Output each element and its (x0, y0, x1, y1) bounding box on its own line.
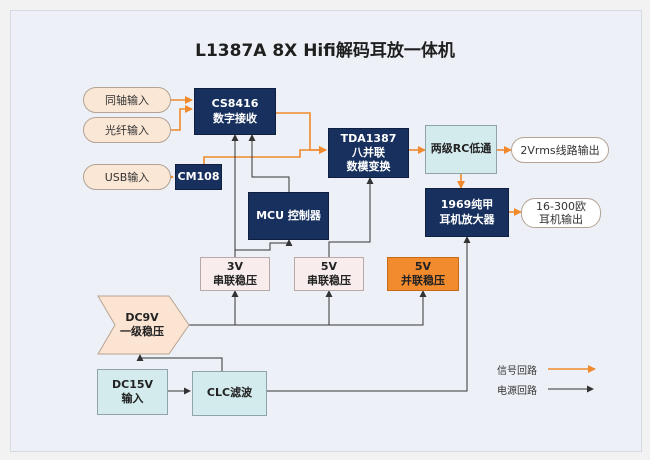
reg-5v-par-type: 并联稳压 (401, 274, 445, 287)
reg-5v-voltage: 5V (320, 259, 338, 273)
power-mcu-to-cs8416 (248, 134, 290, 192)
reg-3v-voltage: 3V (226, 259, 244, 273)
reg-3v-series: 3V 串联稳压 (200, 257, 270, 291)
clc-filter-block: CLC滤波 (192, 371, 267, 416)
signal-optical-to-cs8416 (171, 105, 193, 131)
mcu-block: MCU 控制器 (248, 192, 329, 240)
cs8416-function-label: 数字接收 (213, 111, 257, 125)
tda1387-config-label: 八并联 (352, 145, 385, 159)
reg-5v-parallel: 5V 并联稳压 (387, 257, 459, 291)
reg-5v-series: 5V 串联稳压 (294, 257, 364, 291)
amp-block: 1969纯甲 耳机放大器 (425, 188, 509, 237)
dc9v-voltage: DC9V (125, 310, 159, 324)
power-dc9v-bus (188, 290, 427, 326)
dc15v-voltage: DC15V (111, 377, 154, 391)
dc15v-input-block: DC15V 输入 (97, 369, 168, 415)
tda1387-block: TDA1387 八并联 数模变换 (328, 128, 409, 178)
cm108-block: CM108 (175, 164, 222, 190)
diagram-title: L1387A 8X Hifi解码耳放一体机 (195, 41, 455, 61)
line-output: 2Vrms线路输出 (511, 137, 609, 163)
coax-input: 同轴输入 (83, 87, 171, 113)
optical-input: 光纤输入 (83, 117, 171, 143)
dc15v-function: 输入 (121, 392, 144, 405)
headphone-impedance-label: 16-300欧 (536, 199, 586, 213)
dc9v-chevron (97, 295, 190, 355)
signal-cs8416-to-tda1387 (276, 112, 327, 154)
reg-5v-par-voltage: 5V (414, 259, 432, 273)
legend-power-label: 电源回路 (497, 386, 537, 397)
amp-function-label: 耳机放大器 (439, 212, 495, 226)
power-clc-to-amp (267, 236, 471, 392)
dc9v-function: 一级稳压 (120, 325, 164, 338)
headphone-output-label: 耳机输出 (539, 213, 583, 226)
rc-lowpass-block: 两级RC低通 (425, 125, 497, 174)
cs8416-block: CS8416 数字接收 (194, 88, 276, 135)
power-5v-to-tda (328, 177, 374, 257)
headphone-output: 16-300欧 耳机输出 (521, 198, 601, 228)
amp-type-label: 1969纯甲 (440, 198, 494, 212)
dc9v-label: DC9V 一级稳压 (110, 305, 174, 345)
legend-signal-label: 信号回路 (497, 366, 537, 377)
signal-cm108-to-tda1387 (203, 146, 327, 164)
power-3v-to-mcu (235, 239, 293, 251)
tda1387-function-label: 数模变换 (346, 160, 391, 174)
cs8416-chip-label: CS8416 (211, 97, 259, 111)
tda1387-chip-label: TDA1387 (340, 131, 397, 145)
reg-5v-type: 串联稳压 (307, 274, 351, 287)
power-clc-to-dc9v (136, 354, 223, 371)
usb-input: USB输入 (83, 164, 171, 190)
reg-3v-type: 串联稳压 (213, 274, 257, 287)
